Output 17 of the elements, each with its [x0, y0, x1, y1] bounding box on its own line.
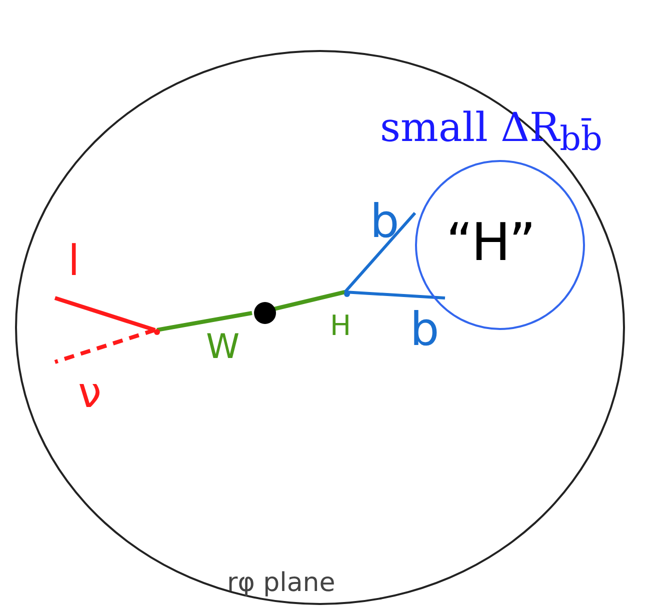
edge-label: b: [410, 306, 440, 352]
track-line: [344, 212, 416, 293]
edge-label: b: [370, 198, 400, 244]
plane-label: rφ plane: [227, 570, 336, 596]
edge-label: l: [68, 240, 80, 282]
decay-vertex: [154, 329, 160, 335]
dashed-track-line: [54, 328, 156, 364]
vertex-dot: [254, 302, 276, 324]
detector-circle: [15, 50, 625, 605]
edge-label: ν: [78, 372, 102, 414]
particle-label: “H”: [446, 217, 536, 269]
track-line: [156, 311, 252, 332]
track-line: [274, 290, 346, 311]
track-line: [344, 290, 446, 300]
track-line: [54, 296, 156, 332]
edge-label: W: [206, 330, 240, 364]
edge-label: H: [330, 312, 352, 340]
